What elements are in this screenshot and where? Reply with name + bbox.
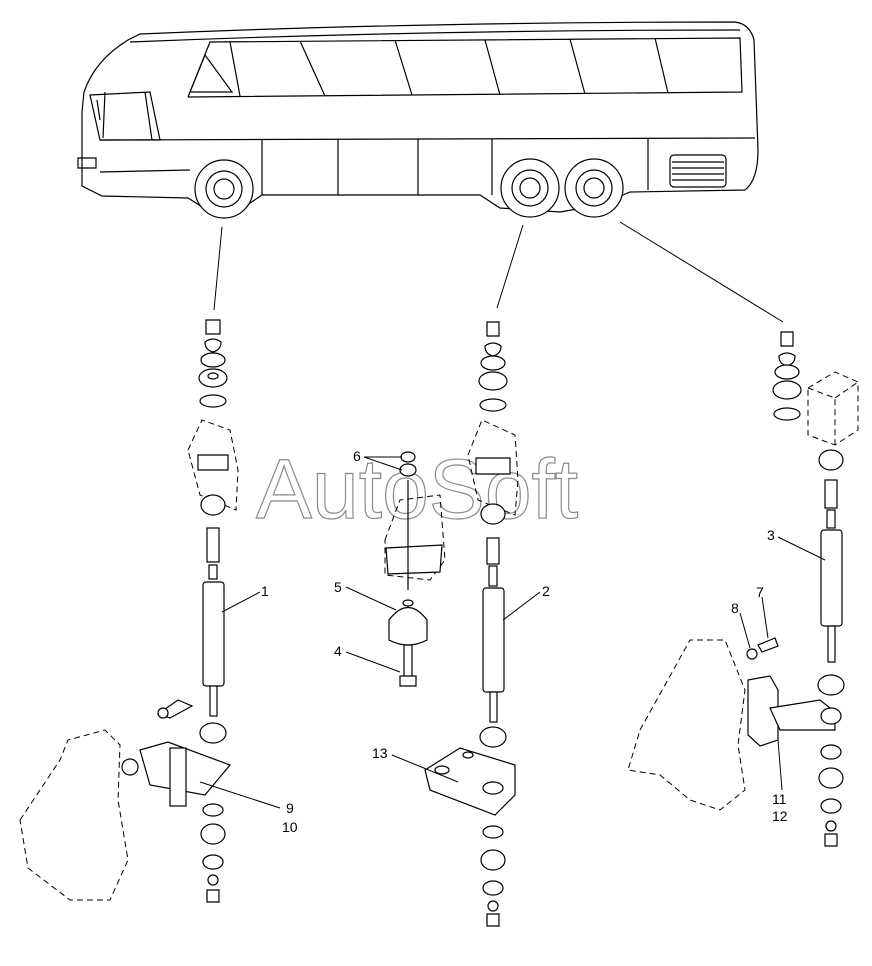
rear-shock-absorber-assembly [424,321,519,927]
front-shock-absorber-assembly [19,319,239,903]
callout-leaders [199,456,826,809]
callout-1: 1 [261,583,269,599]
callout-5: 5 [334,579,342,595]
callout-12: 12 [772,808,788,824]
callout-numbers: 1 2 3 4 5 6 7 8 9 10 11 12 13 [261,448,788,835]
callout-6: 6 [353,448,361,464]
side-shock-absorber-assembly [627,331,859,847]
watermark: AutoSoft [256,442,578,536]
callout-2: 2 [542,583,550,599]
coach-bus-outline [77,21,759,219]
callout-11: 11 [772,791,787,807]
leader-lines [213,221,784,323]
callout-10: 10 [282,819,298,835]
callout-8: 8 [731,600,739,616]
callout-4: 4 [334,643,342,659]
callout-9: 9 [286,800,294,816]
callout-3: 3 [767,527,775,543]
callout-13: 13 [372,745,388,761]
callout-7: 7 [756,584,764,600]
